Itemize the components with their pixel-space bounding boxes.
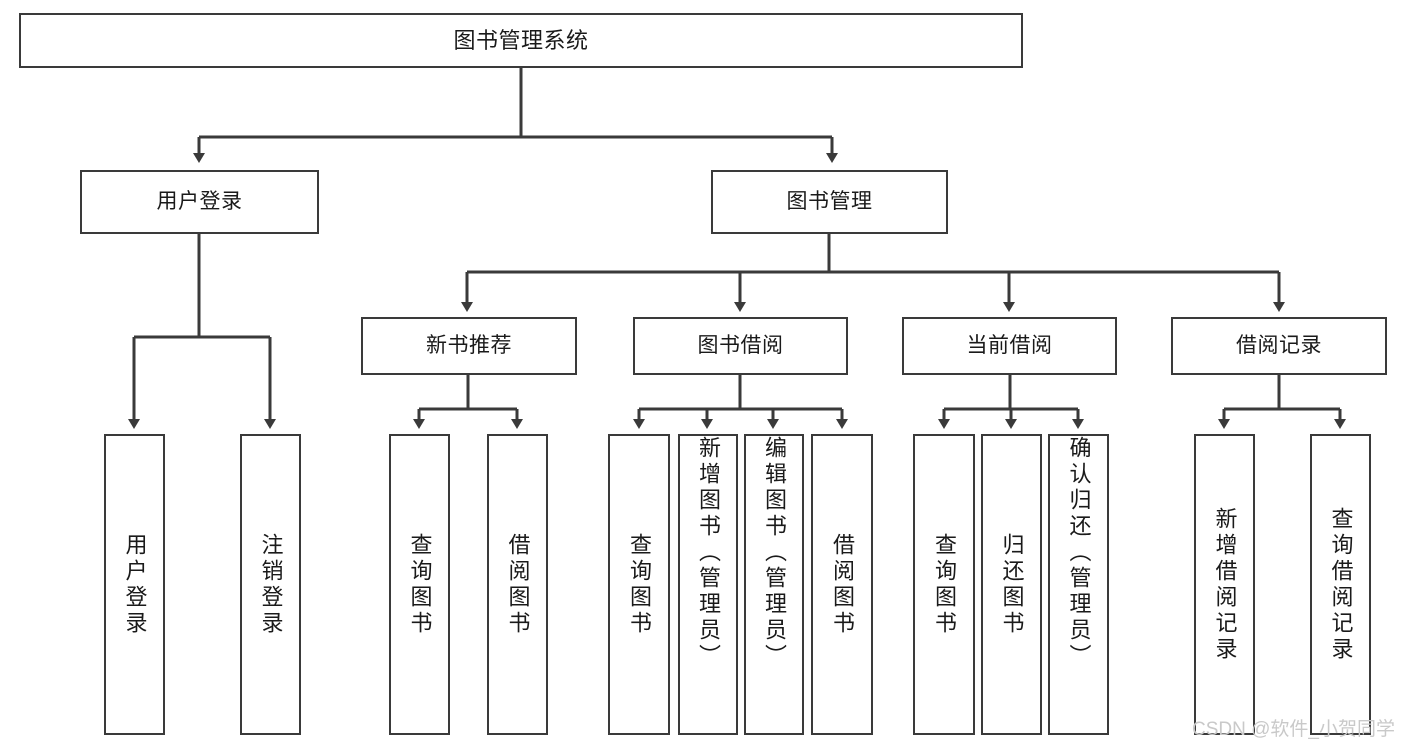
leaf-query-books-borrow[interactable]: 查询图书 [608,434,670,735]
node-label: 新增图书（管理员） [696,436,721,670]
leaf-add-borrow-record[interactable]: 新增借阅记录 [1194,434,1255,735]
node-label: 借阅图书 [505,532,531,637]
leaf-query-borrow-record[interactable]: 查询借阅记录 [1310,434,1371,735]
node-label: 注销登录 [258,532,284,637]
leaf-confirm-return-admin[interactable]: 确认归还（管理员） [1048,434,1109,735]
leaf-user-login[interactable]: 用户登录 [104,434,165,735]
node-label: 用户登录 [156,189,243,213]
node-label: 图书管理系统 [453,27,589,53]
node-label: 当前借阅 [966,333,1053,357]
node-label: 编辑图书（管理员） [762,436,787,670]
node-new-book-recommendation[interactable]: 新书推荐 [361,317,577,375]
node-label: 归还图书 [999,532,1025,637]
leaf-borrow-books-new[interactable]: 借阅图书 [487,434,548,735]
node-label: 借阅记录 [1236,333,1322,357]
node-label: 新增借阅记录 [1212,506,1238,663]
leaf-return-books[interactable]: 归还图书 [981,434,1042,735]
node-user-login[interactable]: 用户登录 [80,170,319,234]
node-label: 新书推荐 [426,333,512,357]
leaf-edit-book-admin[interactable]: 编辑图书（管理员） [744,434,804,735]
node-book-management[interactable]: 图书管理 [711,170,948,234]
node-borrowing-records[interactable]: 借阅记录 [1171,317,1387,375]
node-label: 用户登录 [122,532,148,637]
node-label: 图书管理 [786,189,873,213]
node-label: 图书借阅 [697,333,784,357]
node-label: 确认归还（管理员） [1066,436,1092,670]
leaf-query-books-current[interactable]: 查询图书 [913,434,975,735]
csdn-watermark: CSDN @软件_小贺同学 [1192,719,1395,740]
leaf-query-books-new[interactable]: 查询图书 [389,434,450,735]
node-label: 查询借阅记录 [1328,506,1354,663]
leaf-logout[interactable]: 注销登录 [240,434,301,735]
leaf-add-book-admin[interactable]: 新增图书（管理员） [678,434,738,735]
node-root-book-management-system[interactable]: 图书管理系统 [19,13,1023,68]
leaf-borrow-books[interactable]: 借阅图书 [811,434,873,735]
node-label: 查询图书 [932,532,957,637]
node-label: 借阅图书 [830,532,855,637]
node-book-borrowing[interactable]: 图书借阅 [633,317,848,375]
node-label: 查询图书 [407,532,433,637]
node-current-borrowing[interactable]: 当前借阅 [902,317,1117,375]
node-label: 查询图书 [627,532,652,637]
